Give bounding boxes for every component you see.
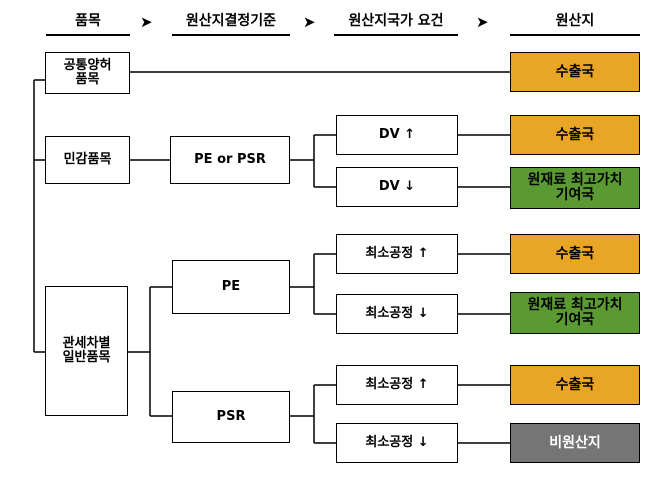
result-exporter-4: 수출국 [510,365,640,405]
result-exporter-4-label: 수출국 [555,376,595,393]
req-min-up-1-label: 최소공정 ↑ [365,246,429,261]
result-exporter-1: 수출국 [510,52,640,92]
result-top-value-contributor-1: 원재료 최고가치 기여국 [510,167,640,209]
header-criteria: 원산지결정기준 [172,8,290,36]
result-exporter-2: 수출국 [510,115,640,155]
item-common-box: 공통양허 품목 [45,52,130,94]
header-item: 품목 [46,8,130,36]
result-r5-line2: 기여국 [555,312,595,328]
result-exporter-1-label: 수출국 [555,63,595,80]
item-general-line1: 관세차별 [62,336,111,351]
criteria-psr-box: PSR [172,391,290,443]
req-dv-down-box: DV ↓ [336,167,458,207]
result-exporter-2-label: 수출국 [555,126,595,143]
result-non-originating: 비원산지 [510,423,640,463]
item-general-box: 관세차별 일반품목 [45,286,128,416]
item-common-line2: 품목 [75,72,100,87]
req-min-up-1-box: 최소공정 ↑ [336,234,458,274]
header-arrow-1: ➤ [140,13,153,31]
req-min-down-1-label: 최소공정 ↓ [365,306,429,321]
result-r5-line1: 원재료 최고가치 [527,297,623,313]
result-r3-line1: 원재료 최고가치 [527,172,623,188]
result-exporter-3-label: 수출국 [555,245,595,262]
result-exporter-3: 수출국 [510,234,640,274]
result-non-originating-label: 비원산지 [549,434,601,451]
item-sensitive-label: 민감품목 [63,152,112,167]
item-sensitive-box: 민감품목 [45,136,130,184]
req-min-down-1-box: 최소공정 ↓ [336,294,458,334]
header-arrow-3: ➤ [476,13,489,31]
criteria-pe-label: PE [221,279,241,294]
header-requirement: 원산지국가 요건 [334,8,458,36]
req-dv-down-label: DV ↓ [378,179,416,194]
req-dv-up-box: DV ↑ [336,115,458,155]
criteria-psr-label: PSR [216,409,246,424]
req-dv-up-label: DV ↑ [378,127,416,142]
criteria-pe-or-psr-box: PE or PSR [170,136,290,184]
req-min-down-2-box: 최소공정 ↓ [336,423,458,463]
req-min-up-2-box: 최소공정 ↑ [336,365,458,405]
req-min-down-2-label: 최소공정 ↓ [365,435,429,450]
result-top-value-contributor-2: 원재료 최고가치 기여국 [510,292,640,334]
header-origin: 원산지 [510,8,640,36]
criteria-pe-box: PE [172,260,290,314]
item-general-line2: 일반품목 [62,350,111,365]
req-min-up-2-label: 최소공정 ↑ [365,377,429,392]
criteria-pe-or-psr-label: PE or PSR [194,152,266,167]
header-arrow-2: ➤ [303,13,316,31]
result-r3-line2: 기여국 [555,187,595,203]
item-common-line1: 공통양허 [63,58,112,73]
